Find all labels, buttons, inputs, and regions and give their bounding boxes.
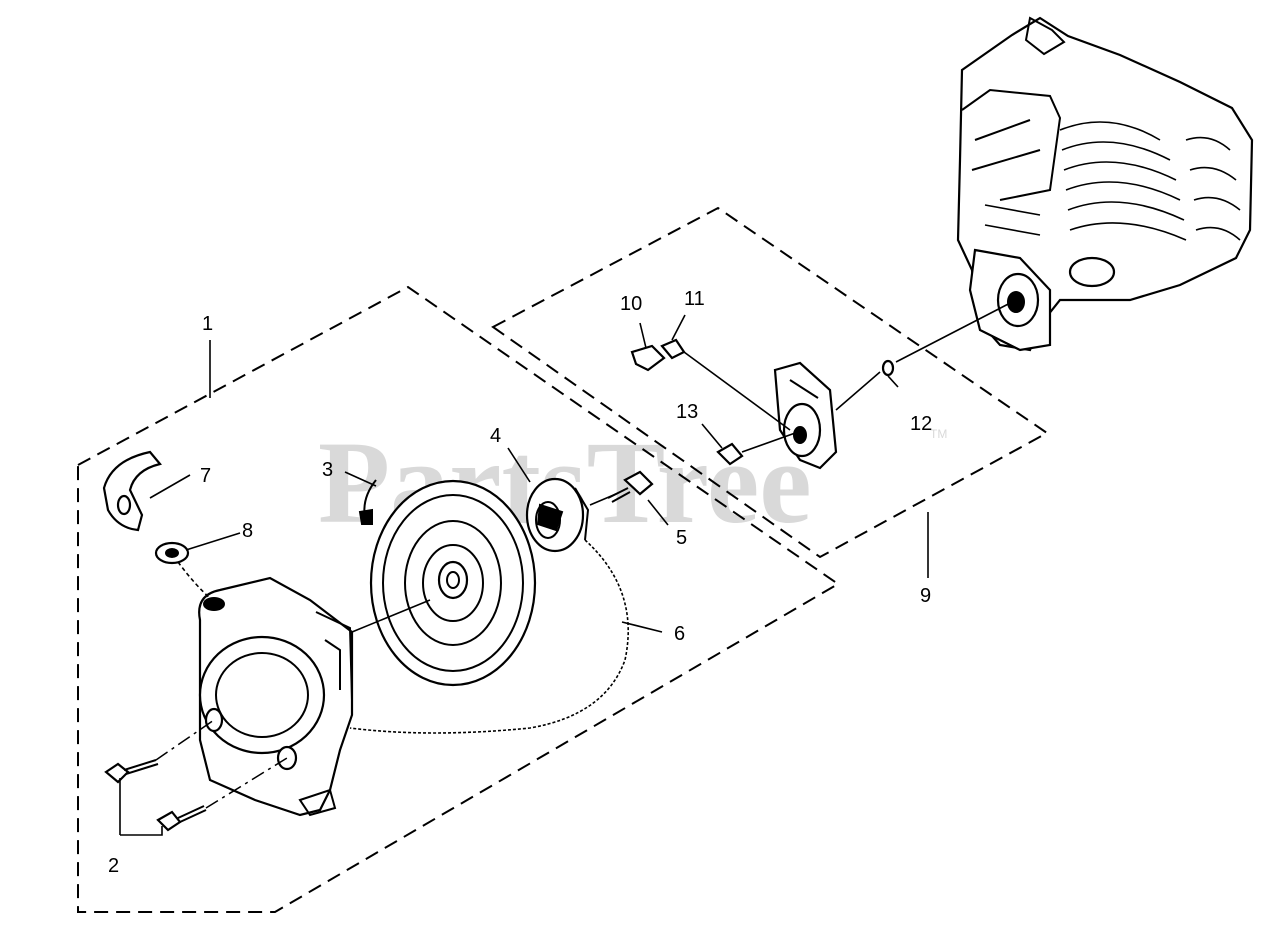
callout-1: 1	[202, 313, 213, 335]
starter-rope	[349, 539, 629, 734]
kit-9-boundary	[491, 206, 1049, 559]
screw-axis-2	[205, 757, 288, 809]
rope-knot	[203, 597, 225, 611]
washer	[881, 359, 895, 377]
callout-7: 7	[200, 465, 211, 487]
callout-11: 11	[684, 288, 705, 310]
callout-6: 6	[674, 623, 685, 645]
kit-1-boundary	[77, 285, 840, 913]
callout-2: 2	[108, 855, 119, 877]
housing-screws	[104, 759, 207, 832]
callout-13: 13	[676, 401, 698, 423]
callout-9: 9	[920, 585, 931, 607]
pawl-kit-parts	[630, 338, 686, 372]
callout-8: 8	[242, 520, 253, 542]
callout-3: 3	[322, 459, 333, 481]
pawl-spring	[716, 442, 744, 466]
handle-insert	[154, 541, 190, 565]
callout-10: 10	[620, 293, 642, 315]
ratchet-pawl	[525, 477, 590, 553]
bolt-axis	[683, 351, 791, 431]
callout-12: 12	[910, 413, 932, 435]
pulley-spring-assembly	[358, 479, 537, 687]
kit-9-axis	[835, 299, 1017, 411]
starter-housing	[198, 576, 354, 817]
callout-4: 4	[490, 425, 501, 447]
watermark-trademark: TM	[930, 427, 947, 441]
assembly-axis	[351, 493, 617, 633]
starter-handle	[102, 450, 162, 532]
leader-lines	[119, 314, 929, 836]
starter-rope-upper	[177, 561, 213, 601]
engine-housing	[956, 16, 1254, 352]
screw-axis-1	[155, 719, 215, 761]
flywheel-pulley	[773, 361, 838, 470]
callout-5: 5	[676, 527, 687, 549]
spring-axis	[741, 431, 799, 453]
